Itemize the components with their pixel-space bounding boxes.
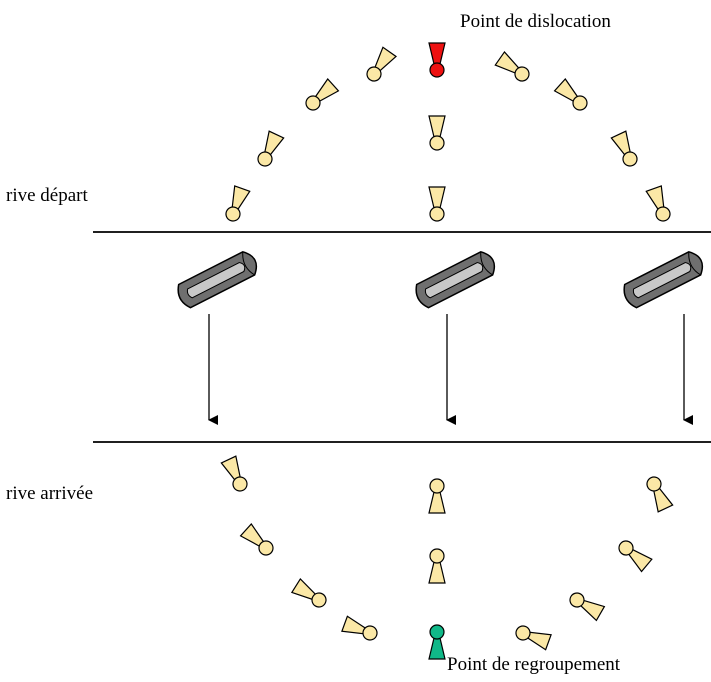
dislocation-point-label: Point de dislocation [460,11,611,32]
person-icon [646,476,674,513]
person-icon [553,78,588,111]
person-icon [428,115,446,151]
arrival-bank-label: rive arrivée [6,483,93,504]
person-icon [257,130,285,167]
person-icon [366,46,398,82]
person-icon [494,50,530,82]
person-icon [645,185,671,222]
person-icon [239,523,274,556]
person-icon [305,78,340,111]
person-icon [225,185,251,222]
dislocation-person-icon [428,42,446,78]
person-icon [515,625,552,651]
person-icon [610,130,638,167]
regroup-person-icon [428,624,446,660]
person-icon [220,455,248,492]
person-icon [341,615,378,641]
person-icon [290,577,327,608]
person-icon [428,548,446,584]
canoe-icon [177,250,258,309]
person-icon [569,592,606,622]
regroup-point-label: Point de regroupement [447,654,621,675]
canoe-icon [415,250,496,309]
departure-bank-label: rive départ [6,185,88,206]
person-icon [618,540,653,573]
canoe-icon [623,250,704,309]
person-icon [428,186,446,222]
person-icon [428,478,446,514]
